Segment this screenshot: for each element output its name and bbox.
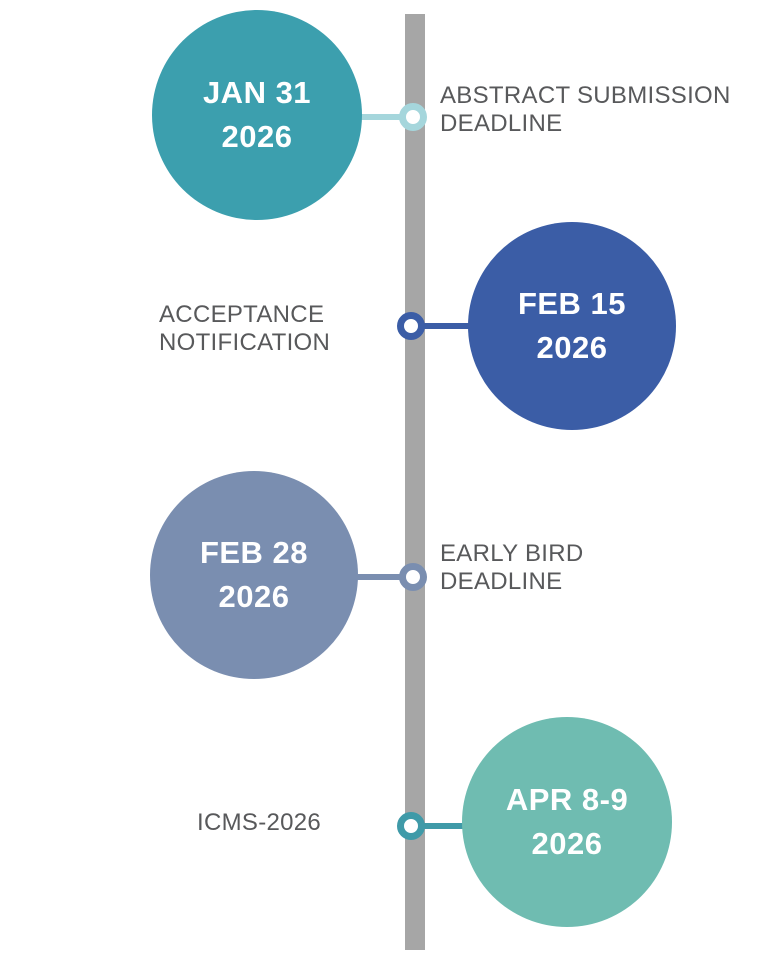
milestone-date-line2: 2026 [218,579,290,614]
connector-line [423,823,467,829]
connector-line [356,114,402,120]
milestone-label-line1: ICMS-2026 [197,809,322,836]
milestone-date-line1: APR 8-9 [505,782,629,817]
milestone-label: ACCEPTANCE NOTIFICATION [159,301,330,357]
milestone-label-line2: NOTIFICATION [159,329,331,356]
milestone-label: ICMS-2026 [197,809,321,837]
connector-ring-icon [399,103,427,131]
milestone-label-line1: EARLY BIRD [440,540,584,567]
connector-ring-icon [397,312,425,340]
milestone-label-line2: DEADLINE [440,110,563,137]
milestone-label: ABSTRACT SUBMISSION DEADLINE [440,82,731,138]
timeline-vertical-bar [405,14,425,950]
connector-line [352,574,402,580]
milestone-date-circle: JAN 31 2026 [152,10,362,220]
milestone-date-line2: 2026 [536,330,608,365]
milestone-date-circle: FEB 15 2026 [468,222,676,430]
milestone-date-line2: 2026 [531,826,603,861]
milestone-label-line1: ABSTRACT SUBMISSION [440,82,731,109]
connector-ring-icon [399,563,427,591]
milestone-date-circle: APR 8-9 2026 [462,717,672,927]
milestone-date-line1: JAN 31 [202,75,312,110]
connector-line [423,323,479,329]
milestone-date-circle: FEB 28 2026 [150,471,358,679]
milestone-date-line1: FEB 28 [199,535,309,570]
milestone-date-line1: FEB 15 [517,286,627,321]
milestone-label-line1: ACCEPTANCE [159,301,325,328]
connector-ring-icon [397,812,425,840]
milestone-label-line2: DEADLINE [440,568,563,595]
milestone-label: EARLY BIRD DEADLINE [440,540,584,596]
milestone-date-line2: 2026 [221,119,293,154]
